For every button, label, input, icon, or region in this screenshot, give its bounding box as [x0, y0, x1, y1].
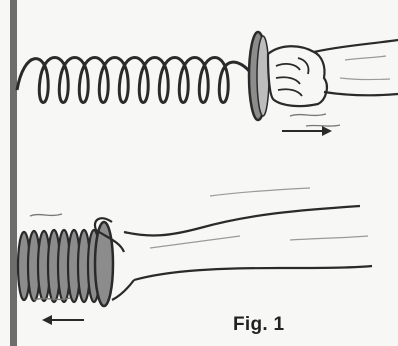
pulling-hand [268, 46, 327, 106]
arm-shading [150, 188, 368, 248]
compressed-spring [18, 230, 100, 302]
wall [10, 0, 17, 346]
arm-bottom [124, 206, 372, 280]
stretched-spring [17, 58, 250, 103]
push-arrow [42, 315, 84, 325]
figure-caption: Fig. 1 [233, 314, 284, 336]
compressed-spring-panel [18, 188, 372, 325]
forearm-shading [340, 56, 390, 80]
motion-lines [290, 114, 340, 126]
spring-handle-face [257, 36, 269, 116]
pull-arrow [282, 126, 332, 136]
stretched-spring-panel [17, 32, 398, 136]
